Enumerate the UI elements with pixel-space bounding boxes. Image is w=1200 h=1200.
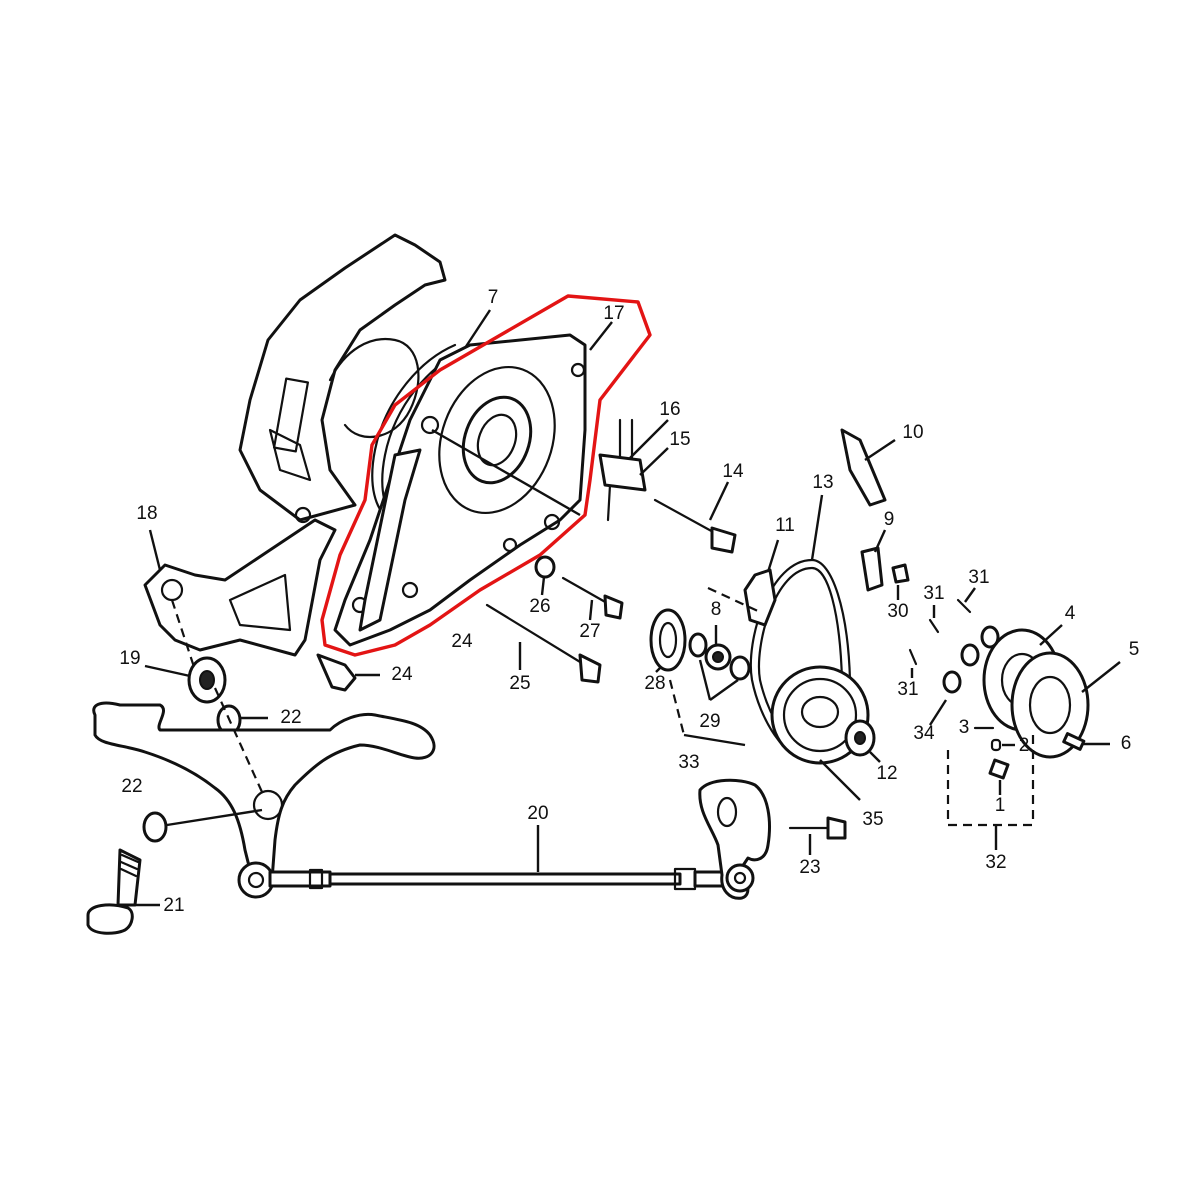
callout-18: 18 bbox=[136, 503, 157, 524]
pin-6 bbox=[1062, 732, 1110, 751]
screw-31-b bbox=[956, 587, 976, 614]
washer-26 bbox=[534, 555, 556, 596]
plate-10 bbox=[840, 428, 896, 507]
callout-2: 2 bbox=[1019, 735, 1030, 756]
callout-31-a: 31 bbox=[923, 583, 944, 604]
bolt-14 bbox=[653, 481, 737, 554]
callout-1: 1 bbox=[995, 795, 1006, 816]
flange-5 bbox=[1010, 651, 1121, 759]
clamp-16 bbox=[598, 418, 669, 522]
callout-8: 8 bbox=[711, 599, 722, 620]
callout-5: 5 bbox=[1129, 639, 1140, 660]
side-cover-17 bbox=[333, 321, 613, 647]
callout-21: 21 bbox=[163, 895, 184, 916]
callout-12: 12 bbox=[876, 763, 897, 784]
bolt-24-lower bbox=[316, 653, 380, 692]
rod-20 bbox=[268, 825, 732, 891]
bolt-23 bbox=[788, 816, 847, 855]
callout-24-lower: 24 bbox=[391, 664, 413, 685]
callout-3: 3 bbox=[959, 717, 970, 738]
washer-19 bbox=[144, 656, 227, 704]
seal-28 bbox=[649, 608, 687, 673]
callout-26: 26 bbox=[529, 596, 550, 617]
bracket-18 bbox=[143, 518, 337, 671]
clip-9 bbox=[860, 529, 887, 592]
callout-15: 15 bbox=[669, 429, 690, 450]
key-2 bbox=[990, 738, 1015, 752]
callout-35: 35 bbox=[862, 809, 883, 830]
callout-28: 28 bbox=[644, 673, 665, 694]
callout-7: 7 bbox=[488, 287, 499, 308]
callout-24-upper: 24 bbox=[451, 631, 473, 652]
callout-11: 11 bbox=[775, 515, 795, 536]
callout-labels: 7 17 16 15 14 10 13 11 9 18 31 31 30 4 5… bbox=[119, 287, 1139, 916]
callout-29: 29 bbox=[699, 711, 720, 732]
callout-17: 17 bbox=[603, 303, 624, 324]
callout-16: 16 bbox=[659, 399, 680, 420]
key-1 bbox=[988, 758, 1010, 795]
callout-22-lower: 22 bbox=[121, 776, 142, 797]
callout-19: 19 bbox=[119, 648, 140, 669]
bolt-27 bbox=[561, 576, 624, 621]
callout-27: 27 bbox=[579, 621, 600, 642]
screw-31-a bbox=[928, 605, 940, 634]
screw-31-c bbox=[908, 648, 918, 678]
callout-23: 23 bbox=[799, 857, 820, 878]
callout-31-b: 31 bbox=[968, 567, 989, 588]
washers-34 bbox=[928, 625, 1000, 726]
bolt-21 bbox=[86, 848, 160, 935]
callout-34: 34 bbox=[913, 723, 935, 744]
callout-20: 20 bbox=[527, 803, 548, 824]
callout-6: 6 bbox=[1121, 733, 1132, 754]
callout-4: 4 bbox=[1065, 603, 1076, 624]
screw-30 bbox=[891, 563, 910, 600]
cradle-frame bbox=[92, 687, 436, 899]
bracket-33 bbox=[668, 679, 686, 736]
highlight-outline bbox=[320, 294, 652, 657]
bolt-25 bbox=[485, 603, 602, 684]
callout-32: 32 bbox=[985, 852, 1006, 873]
callout-31-c: 31 bbox=[897, 679, 918, 700]
washer-12 bbox=[844, 719, 881, 763]
gear-8 bbox=[704, 587, 761, 671]
callout-33: 33 bbox=[678, 752, 699, 773]
sprocket-35 bbox=[770, 665, 870, 801]
callout-30: 30 bbox=[887, 601, 908, 622]
ring-22-lower bbox=[142, 808, 263, 843]
callout-25: 25 bbox=[509, 673, 530, 694]
callout-22-upper: 22 bbox=[280, 707, 301, 728]
callout-14: 14 bbox=[722, 461, 744, 482]
callout-9: 9 bbox=[884, 509, 895, 530]
leader-33 bbox=[683, 733, 746, 747]
guide-11 bbox=[743, 539, 780, 627]
bearing-29 bbox=[688, 632, 751, 701]
arm-bracket-right bbox=[698, 778, 771, 900]
callout-13: 13 bbox=[812, 472, 833, 493]
callout-10: 10 bbox=[902, 422, 923, 443]
